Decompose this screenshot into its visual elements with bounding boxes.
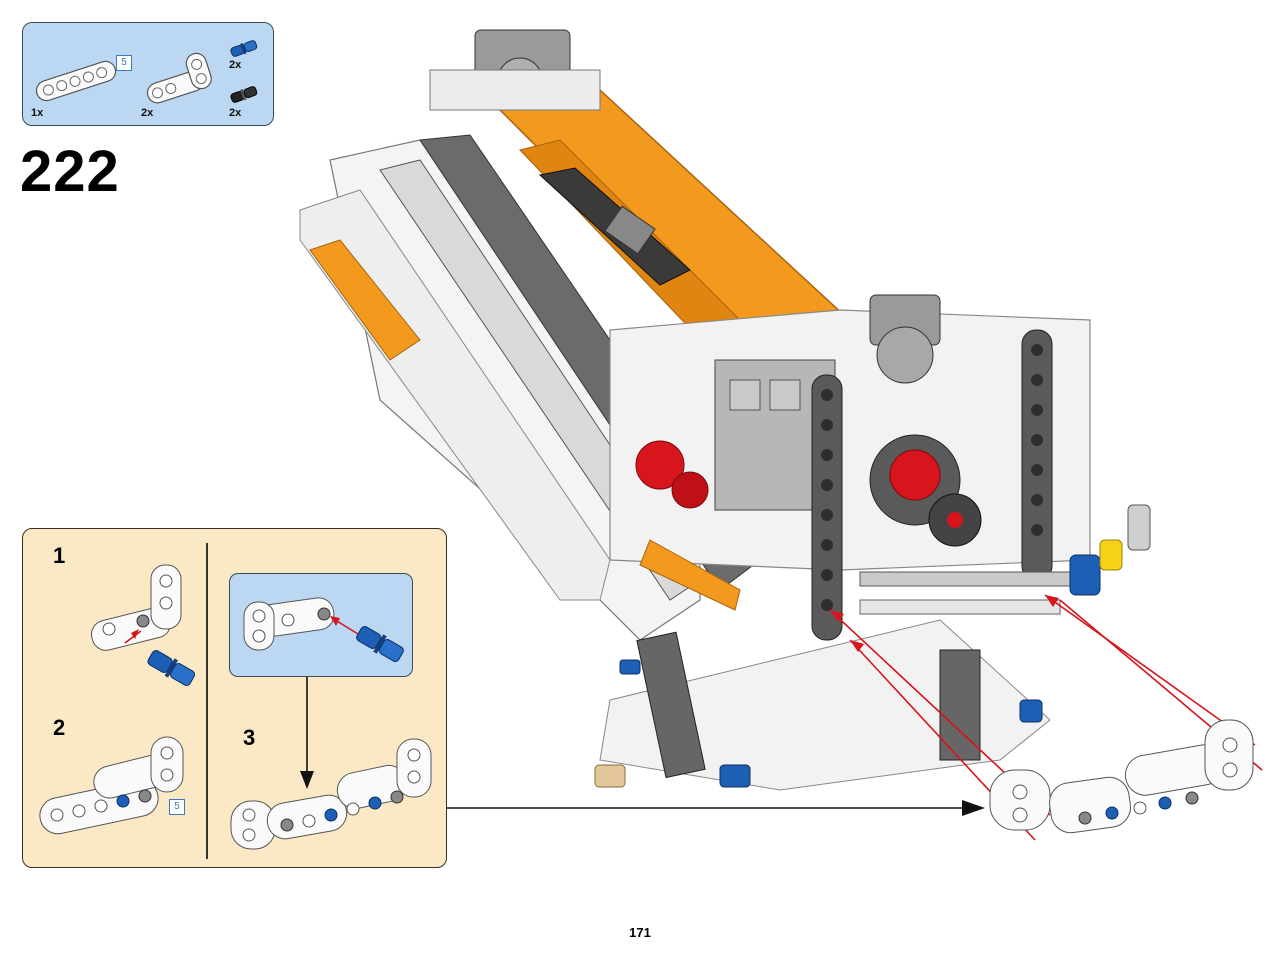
page-number: 171 — [629, 925, 651, 940]
quantity-label: 2x — [229, 107, 242, 119]
subassembly-box: 1 2 3 5 — [22, 528, 447, 868]
quantity-label: 2x — [229, 59, 242, 71]
white-beam-5-icon — [35, 60, 117, 102]
callout-illustration — [243, 597, 404, 662]
substep-3-illustration — [230, 738, 432, 850]
black-pin-icon — [230, 86, 258, 103]
callout-arrow — [300, 677, 314, 789]
parts-list-box: 5 1x 2x 2x 2x — [22, 22, 274, 126]
substep-number: 3 — [243, 725, 256, 750]
step-number: 222 — [20, 139, 120, 204]
white-l-beam-icon — [146, 52, 212, 104]
substep-number: 1 — [53, 543, 66, 568]
length-tag: 5 — [116, 55, 132, 71]
result-subassembly-icon — [989, 719, 1254, 834]
quantity-label: 2x — [141, 107, 154, 119]
substep-2-illustration — [39, 736, 184, 835]
subassembly-divider — [206, 543, 208, 859]
length-tag: 5 — [169, 799, 185, 815]
quantity-label: 1x — [31, 107, 44, 119]
blue-pin-icon — [230, 40, 258, 57]
substep-1-illustration — [91, 564, 196, 686]
substep-callout — [229, 573, 413, 677]
substep-number: 2 — [53, 715, 66, 740]
